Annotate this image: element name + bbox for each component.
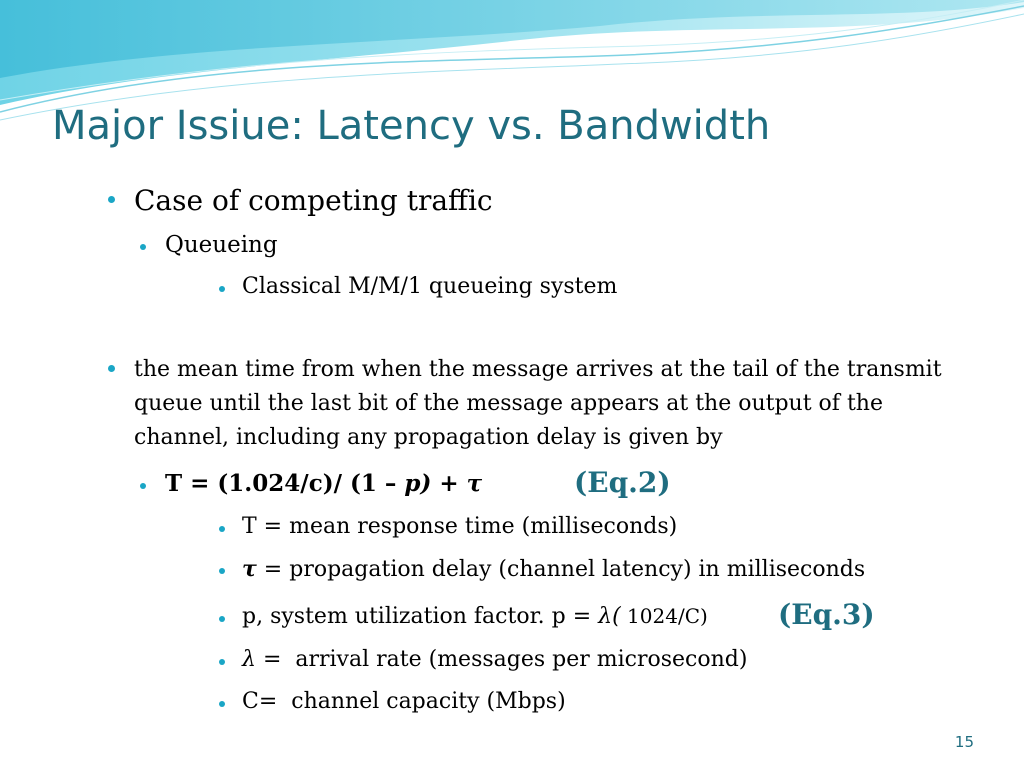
definition-tau: τ = propagation delay (channel latency) … — [242, 556, 865, 582]
bullet-dot — [140, 483, 146, 489]
bullet-competing-traffic: Case of competing traffic — [134, 184, 493, 217]
tau-symbol: τ — [242, 556, 257, 582]
equation-label-eq2: (Eq.2) — [574, 466, 671, 499]
bullet-mean-time-description: the mean time from when the message arri… — [134, 357, 942, 450]
bullet-dot — [219, 286, 225, 292]
bullet-dot — [108, 196, 115, 203]
bullet-dot — [108, 365, 115, 372]
definition-lambda: λ = arrival rate (messages per microseco… — [242, 647, 747, 672]
definition-p-rest: 1024/C) — [620, 604, 708, 628]
bullet-dot — [219, 616, 225, 622]
definition-lambda-text: = arrival rate (messages per microsecond… — [255, 647, 748, 672]
bullet-mm1-system: Classical M/M/1 queueing system — [242, 274, 618, 299]
formula-p: p — [404, 470, 421, 497]
formula-part2: ) + — [420, 470, 467, 497]
formula-line: T = (1.024/c)/ (1 – p) + τ — [165, 470, 482, 497]
page-number: 15 — [954, 733, 974, 751]
bullet-dot — [219, 526, 225, 532]
bullet-dot — [219, 701, 225, 707]
lambda-symbol: λ — [242, 647, 256, 672]
definition-tau-text: = propagation delay (channel latency) in… — [256, 557, 866, 582]
bullet-dot — [140, 244, 146, 250]
definition-c: C= channel capacity (Mbps) — [242, 689, 566, 714]
formula-tau: τ — [466, 470, 483, 497]
equation-label-eq3: (Eq.3) — [778, 598, 875, 631]
definition-p-lambda: λ( — [598, 604, 621, 629]
definition-p: p, system utilization factor. p = λ( 102… — [242, 604, 708, 629]
formula-part1: T = (1.024/c)/ (1 – — [165, 470, 405, 497]
definition-t: T = mean response time (milliseconds) — [242, 514, 678, 539]
slide-title: Major Issiue: Latency vs. Bandwidth — [52, 103, 771, 149]
bullet-dot — [219, 568, 225, 574]
definition-p-text: p, system utilization factor. p = — [242, 604, 599, 629]
header-wave-decoration — [0, 0, 1024, 121]
bullet-queueing: Queueing — [165, 232, 278, 258]
bullet-dot — [219, 659, 225, 665]
